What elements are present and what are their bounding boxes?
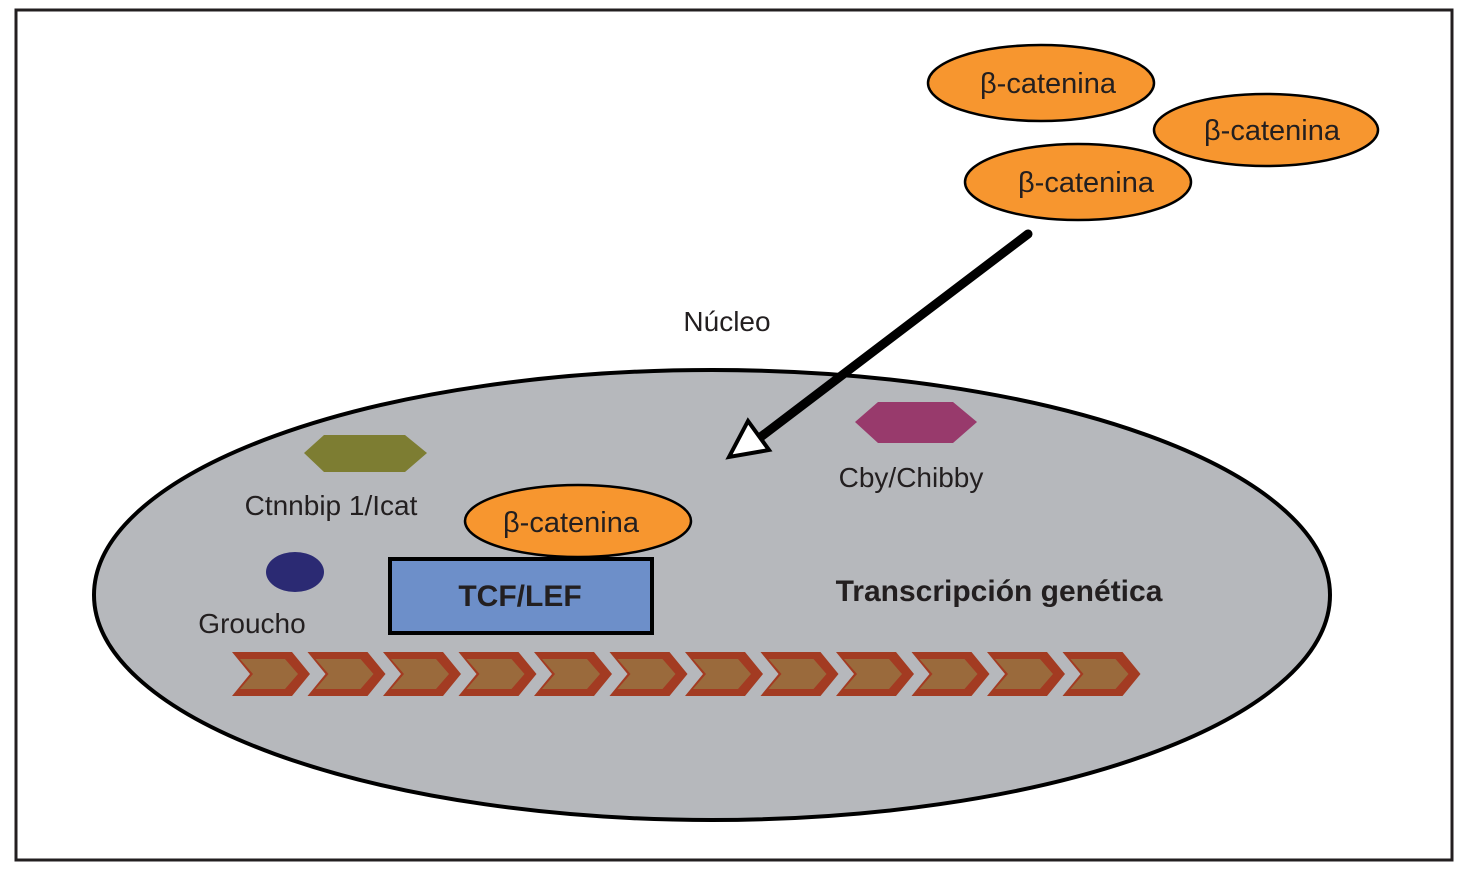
transcription-label: Transcripción genética [836,575,1163,608]
nucleus [92,368,1332,822]
ctnnbip-hexagon-icon [304,435,427,472]
beta-catenin-label: β-catenina [1204,115,1341,147]
nucleus-label: Núcleo [683,306,770,337]
dna-segment-inner [240,659,298,689]
dna-segment-inner [617,659,676,689]
ctnnbip-label: Ctnnbip 1/Icat [245,490,418,521]
dna-segment-inner [1070,659,1129,689]
cytoplasm-beta-catenin: β-catenina [926,43,1156,123]
cytoplasm-beta-catenin: β-catenina [1152,92,1380,168]
dna-segment-inner [391,659,449,689]
dna-segment-inner [768,659,827,689]
dna-segment-inner [919,659,978,689]
dna-strand [232,652,1141,696]
groucho-label: Groucho [198,608,305,639]
figure-frame [14,8,1454,862]
dna-segment-inner [844,659,902,689]
dna-segment-inner [542,659,600,689]
translocation-arrow [725,229,1033,460]
dna-segment-inner [466,659,525,689]
dna-segment-inner [315,659,374,689]
cby-label: Cby/Chibby [839,462,984,493]
beta-catenin-label: β-catenina [980,68,1117,100]
nuclear-beta-catenin: β-catenina [463,483,693,559]
dna-segment-inner [693,659,751,689]
tcf-lef-label: TCF/LEF [458,580,581,613]
dna-segment-inner [995,659,1053,689]
tcf-lef-box [388,557,654,635]
cytoplasm-beta-catenin: β-catenina [963,142,1193,222]
groucho-dot-icon [266,552,324,592]
cby-hexagon-icon [855,402,977,443]
beta-catenin-label: β-catenina [1018,167,1155,199]
beta-catenin-label: β-catenina [503,507,640,539]
